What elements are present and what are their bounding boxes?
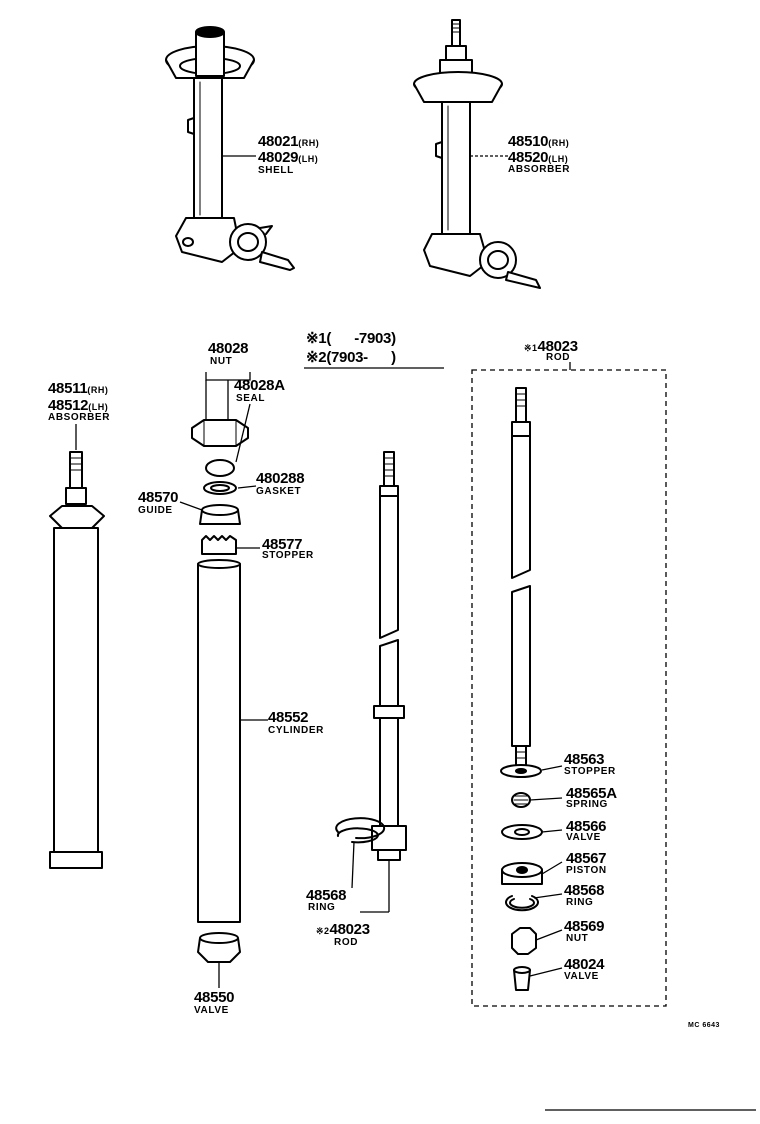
left-absorber-drawing [49,451,105,869]
ring-left-name: RING [308,902,336,913]
rod-left-part-number: ※248023 [316,921,370,938]
nut-top-name: NUT [210,356,233,367]
ring-right-part-number: 48568 [564,882,605,899]
leader-lines [75,155,756,1111]
absorber-assembly-drawing [413,19,541,289]
ring-left-part-number: 48568 [306,887,347,904]
shell-rh-part-number: 48021(RH) [258,133,320,150]
cylinder-name: CYLINDER [268,725,324,736]
stopper-top-name: STOPPER [262,550,314,561]
right-rod-drawing [500,387,543,991]
valve-foot-name: VALVE [564,971,599,982]
shell-lh-part-number: 48029(LH) [258,149,319,166]
nut-right-name: NUT [566,933,589,944]
seal-name: SEAL [236,393,266,404]
spring-part-number: 48565A [566,785,617,802]
seal-part-number: 48028A [234,377,285,394]
absorber-top-name: ABSORBER [508,164,571,175]
valve-right-name: VALVE [566,832,601,843]
spring-name: SPRING [566,799,608,810]
cylinder-part-number: 48552 [268,709,309,726]
nut-right-part-number: 48569 [564,918,605,935]
absorber-left-lh-part-number: 48512(LH) [48,397,109,414]
stopper-top-part-number: 48577 [262,536,303,553]
absorber-left-rh-part-number: 48511(RH) [48,380,109,397]
rod-left-name: ROD [334,937,359,948]
stopper-right-part-number: 48563 [564,751,605,768]
rod-right-name: ROD [546,352,571,363]
valve-foot-part-number: 48024 [564,956,605,973]
guide-name: GUIDE [138,505,173,516]
absorber-top-lh-part-number: 48520(LH) [508,149,569,166]
valve-bottom-name: VALVE [194,1005,229,1016]
legend-line-1: ※1( -7903) [306,330,396,347]
piston-part-number: 48567 [566,850,607,867]
valve-right-part-number: 48566 [566,818,607,835]
guide-part-number: 48570 [138,489,179,506]
stopper-right-name: STOPPER [564,766,616,777]
legend-line-2: ※2(7903- ) [306,349,396,366]
gasket-part-number: 480288 [256,470,305,487]
shell-assembly-drawing [165,26,295,271]
ring-right-name: RING [566,897,594,908]
nut-top-part-number: 48028 [208,340,249,357]
cylinder-stack-drawing [191,419,249,963]
gasket-name: GASKET [256,486,302,497]
diagram-code: MC 6643 [688,1022,720,1029]
valve-bottom-part-number: 48550 [194,989,235,1006]
absorber-top-rh-part-number: 48510(RH) [508,133,570,150]
absorber-left-name: ABSORBER [48,412,111,423]
piston-name: PISTON [566,865,607,876]
shell-name: SHELL [258,165,294,176]
center-rod-drawing [335,451,407,861]
rod-right-part-number: ※148023 [524,338,578,355]
